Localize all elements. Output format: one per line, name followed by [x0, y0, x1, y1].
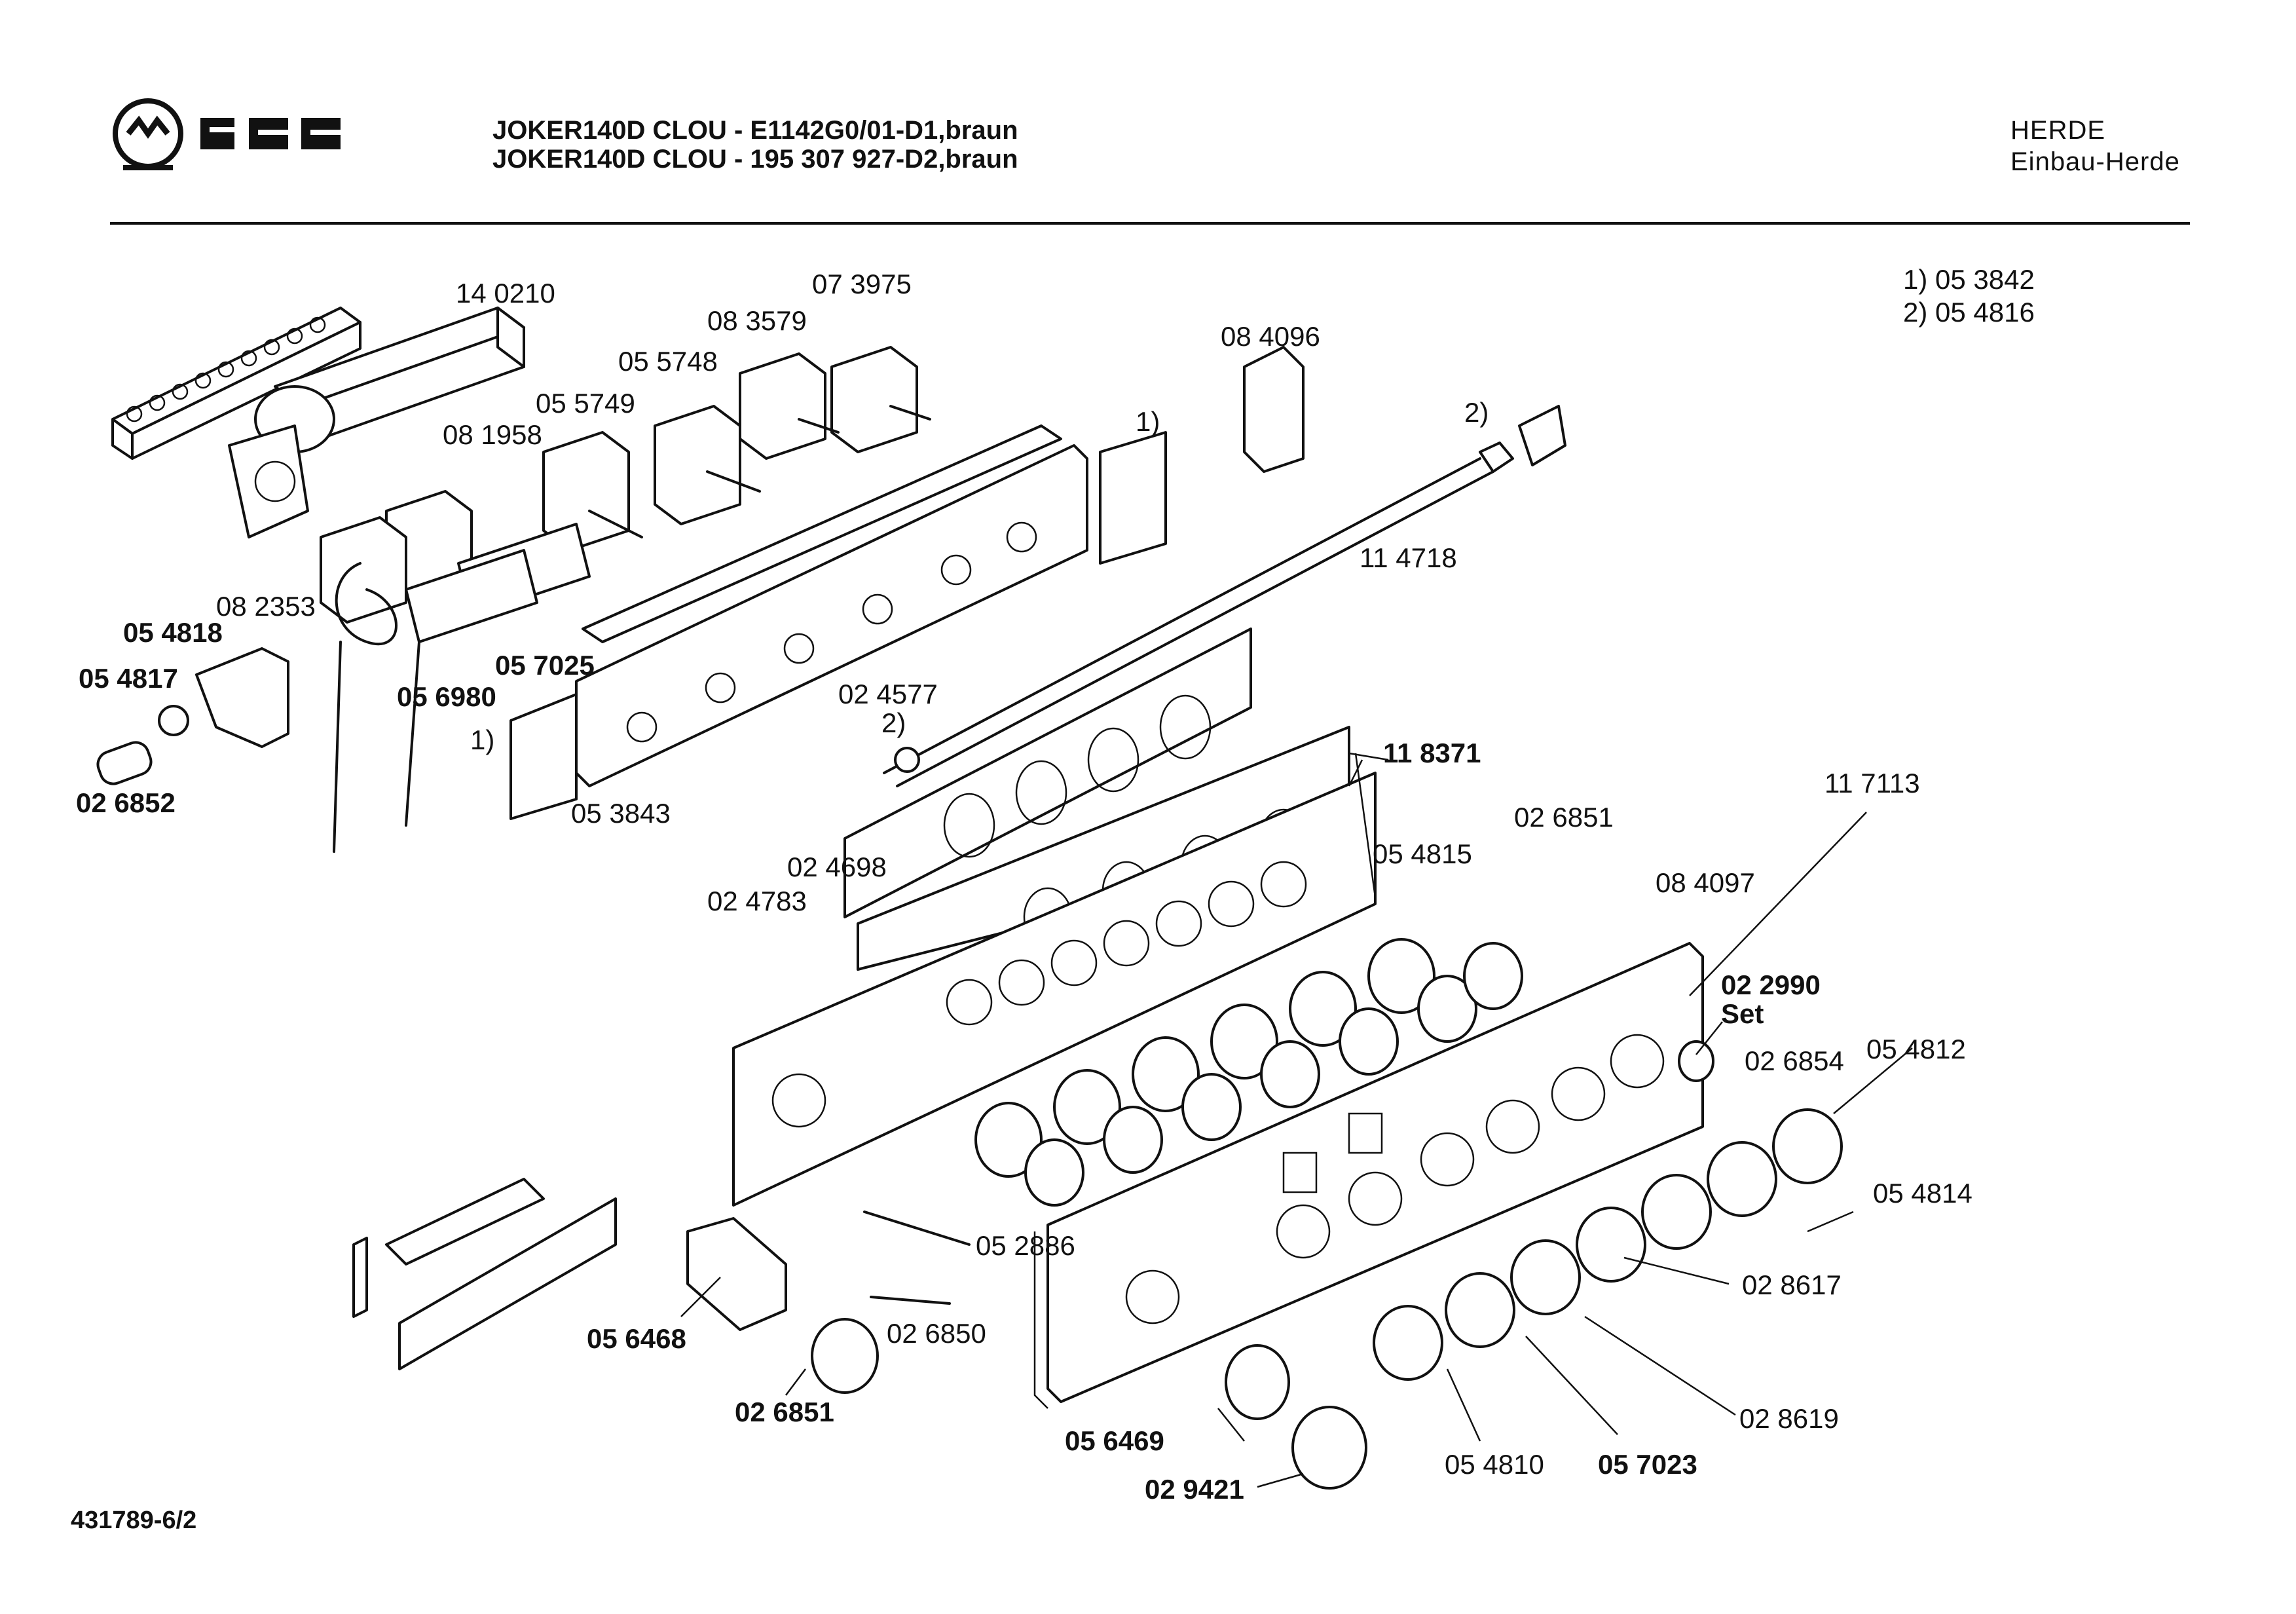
door-switch — [96, 647, 289, 785]
cover-plate-1 — [509, 693, 578, 820]
label-p052886: 05 2886 — [976, 1230, 1075, 1261]
label-p056468: 05 6468 — [587, 1323, 686, 1354]
footnote-2: 2) 05 4816 — [1903, 297, 2035, 328]
label-ref2b: 2) — [881, 707, 906, 738]
label-p024698: 02 4698 — [787, 852, 887, 882]
knob-bezel-array — [974, 938, 1523, 1207]
label-p082353: 08 2353 — [216, 591, 316, 622]
label-p055748: 05 5748 — [618, 346, 718, 377]
label-p054818: 05 4818 — [123, 617, 223, 648]
part-08-4096 — [1243, 346, 1305, 473]
label-p057025: 05 7025 — [495, 650, 595, 681]
leader-lines — [680, 752, 1913, 1488]
lamp-holder — [686, 1210, 971, 1394]
keyhole-front-plate — [732, 772, 1377, 1207]
label-p083579: 08 3579 — [707, 305, 807, 336]
document-number: 431789-6/2 — [71, 1507, 197, 1534]
category-line-1: HERDE — [2010, 116, 2106, 145]
label-p026851a: 02 6851 — [1514, 802, 1614, 833]
label-p024783: 02 4783 — [707, 886, 807, 916]
label-p056980: 05 6980 — [397, 681, 496, 712]
heating-rod — [883, 405, 1566, 787]
label-p054812: 05 4812 — [1866, 1034, 1966, 1064]
fan-motor-housing — [228, 307, 525, 538]
label-p084097: 08 4097 — [1656, 867, 1755, 898]
model-line-2: JOKER140D CLOU - 195 307 927-D2,braun — [492, 145, 1018, 174]
label-p056469: 05 6469 — [1065, 1425, 1164, 1456]
label-p026851b: 02 6851 — [735, 1397, 834, 1427]
label-p024577: 02 4577 — [838, 679, 938, 709]
label-p026854: 02 6854 — [1745, 1045, 1844, 1076]
label-p084096: 08 4096 — [1221, 321, 1320, 352]
terminal-block-bottom — [352, 1178, 617, 1370]
label-p117113: 11 7113 — [1824, 768, 1920, 798]
label-p026852: 02 6852 — [76, 787, 176, 818]
header-divider — [110, 222, 2190, 225]
label-ref1a: 1) — [1136, 406, 1160, 437]
label-p073975: 07 3975 — [812, 269, 912, 299]
label-p028617: 02 8617 — [1742, 1269, 1842, 1300]
label-p054814: 05 4814 — [1873, 1178, 1972, 1209]
neff-logo — [113, 98, 341, 170]
label-p022990: 02 2990 — [1721, 969, 1821, 1000]
label-p055749: 05 5749 — [536, 388, 635, 419]
label-p029421: 02 9421 — [1145, 1474, 1244, 1505]
label-p057023: 05 7023 — [1598, 1449, 1697, 1480]
footnote-1: 1) 05 3842 — [1903, 264, 2035, 295]
model-line-1: JOKER140D CLOU - E1142G0/01-D1,braun — [492, 116, 1018, 145]
cover-plate-1-top — [1099, 431, 1167, 565]
label-p026850: 02 6850 — [887, 1318, 986, 1349]
label-p114718: 11 4718 — [1360, 542, 1457, 573]
label-p081958: 08 1958 — [443, 419, 542, 450]
front-fascia — [1033, 942, 1704, 1409]
label-p028619: 02 8619 — [1739, 1403, 1839, 1434]
terminal-strip — [111, 307, 361, 460]
label-ref1b: 1) — [470, 724, 494, 755]
label-p054817: 05 4817 — [79, 663, 178, 694]
part-labels: 14 0210 07 3975 08 3579 05 5748 05 5749 … — [76, 269, 1972, 1505]
control-knobs — [1225, 1040, 1843, 1490]
label-pset: Set — [1721, 998, 1764, 1029]
category-line-2: Einbau-Herde — [2010, 147, 2180, 176]
label-ref2a: 2) — [1464, 397, 1489, 428]
label-p053843: 05 3843 — [571, 798, 671, 829]
label-p118371: 11 8371 — [1383, 738, 1481, 768]
switch-mounting-rail — [575, 424, 1088, 787]
label-p054810: 05 4810 — [1445, 1449, 1544, 1480]
rotary-switch-cluster — [320, 346, 931, 853]
label-p054815: 05 4815 — [1373, 838, 1472, 869]
label-p140210: 14 0210 — [456, 278, 555, 309]
